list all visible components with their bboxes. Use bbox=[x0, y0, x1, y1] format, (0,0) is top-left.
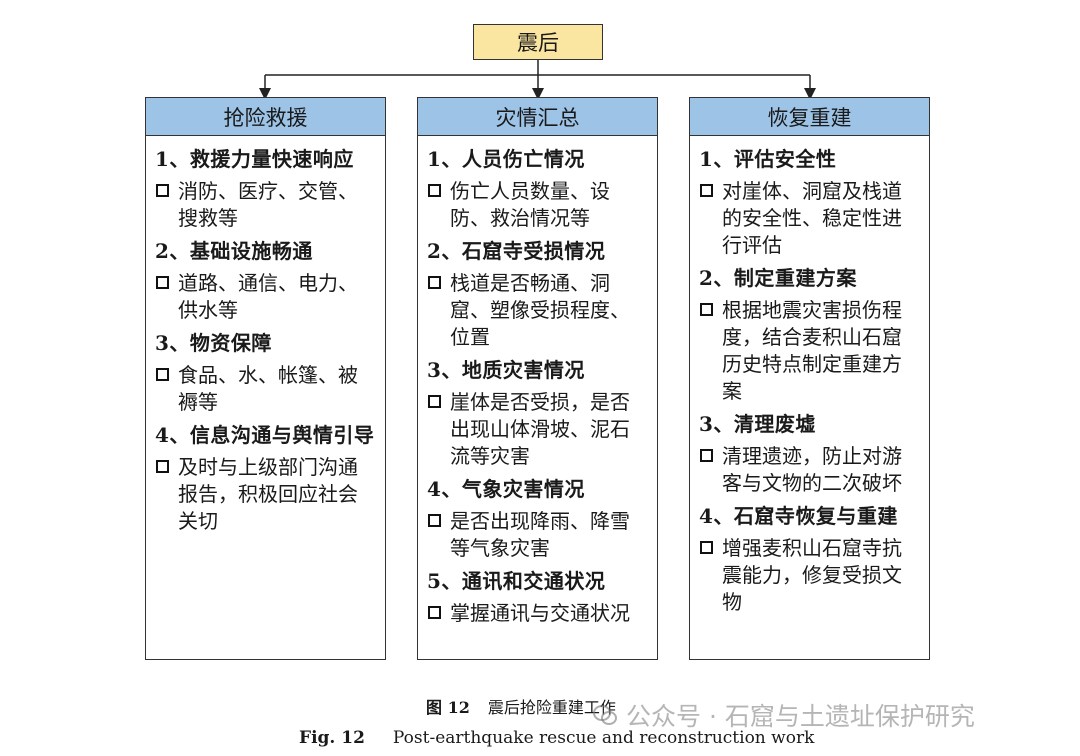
column-header: 抢险救援 bbox=[146, 98, 385, 136]
section-title: 1、评估安全性 bbox=[699, 147, 837, 171]
section-title: 2、石窟寺受损情况 bbox=[427, 239, 606, 263]
wechat-icon bbox=[593, 705, 617, 725]
list-item: 栈道是否畅通、洞窟、塑像受损程度、位置 bbox=[427, 270, 649, 351]
checkbox-icon bbox=[428, 276, 441, 289]
figure-caption-chinese: 图 12 震后抢险重建工作 bbox=[426, 694, 616, 718]
list-item: 根据地震灾害损伤程度，结合麦积山石窟历史特点制定重建方案 bbox=[699, 297, 921, 405]
item-text: 对崖体、洞窟及栈道的安全性、稳定性进行评估 bbox=[722, 179, 902, 257]
item-text: 伤亡人员数量、设防、救治情况等 bbox=[450, 179, 610, 230]
list-item: 崖体是否受损，是否出现山体滑坡、泥石流等灾害 bbox=[427, 389, 649, 470]
section-title: 3、物资保障 bbox=[155, 331, 272, 355]
list-item: 掌握通讯与交通状况 bbox=[427, 600, 649, 627]
list-item: 消防、医疗、交管、搜救等 bbox=[155, 178, 377, 232]
item-text: 根据地震灾害损伤程度，结合麦积山石窟历史特点制定重建方案 bbox=[722, 298, 902, 403]
column-header-label: 抢险救援 bbox=[223, 105, 308, 130]
section-title: 5、通讯和交通状况 bbox=[427, 569, 606, 593]
checkbox-icon bbox=[700, 541, 713, 554]
item-text: 道路、通信、电力、供水等 bbox=[178, 271, 358, 322]
checkbox-icon bbox=[428, 514, 441, 527]
list-item: 清理遗迹，防止对游客与文物的二次破坏 bbox=[699, 443, 921, 497]
item-text: 掌握通讯与交通状况 bbox=[450, 601, 630, 625]
item-text: 增强麦积山石窟寺抗震能力，修复受损文物 bbox=[722, 536, 902, 614]
column-header-label: 恢复重建 bbox=[767, 105, 852, 130]
list-item: 食品、水、帐篷、被褥等 bbox=[155, 362, 377, 416]
column-header-label: 灾情汇总 bbox=[495, 105, 580, 130]
item-text: 是否出现降雨、降雪等气象灾害 bbox=[450, 509, 630, 560]
list-item: 道路、通信、电力、供水等 bbox=[155, 270, 377, 324]
section-title: 1、救援力量快速响应 bbox=[155, 147, 354, 171]
list-item: 对崖体、洞窟及栈道的安全性、稳定性进行评估 bbox=[699, 178, 921, 259]
column-header: 灾情汇总 bbox=[418, 98, 657, 136]
figure-label-en: Fig. 12 bbox=[299, 728, 365, 748]
item-text: 食品、水、帐篷、被褥等 bbox=[178, 363, 358, 414]
checkbox-icon bbox=[700, 449, 713, 462]
checkbox-icon bbox=[156, 184, 169, 197]
column-reconstruction: 恢复重建 1、评估安全性 对崖体、洞窟及栈道的安全性、稳定性进行评估 2、制定重… bbox=[689, 97, 930, 660]
section-title: 3、地质灾害情况 bbox=[427, 358, 585, 382]
section-title: 4、石窟寺恢复与重建 bbox=[699, 504, 898, 528]
column-header: 恢复重建 bbox=[690, 98, 929, 136]
checkbox-icon bbox=[428, 184, 441, 197]
section-title: 2、制定重建方案 bbox=[699, 266, 857, 290]
root-node: 震后 bbox=[473, 24, 603, 60]
section-title: 1、人员伤亡情况 bbox=[427, 147, 585, 171]
figure-caption-english: Fig. 12 Post-earthquake rescue and recons… bbox=[299, 728, 814, 748]
section-title: 4、信息沟通与舆情引导 bbox=[155, 423, 375, 447]
checkbox-icon bbox=[428, 395, 441, 408]
item-text: 及时与上级部门沟通报告，积极回应社会关切 bbox=[178, 455, 358, 533]
watermark: 公众号 · 石窟与土遗址保护研究 bbox=[592, 697, 975, 733]
watermark-text: 公众号 · 石窟与土遗址保护研究 bbox=[626, 702, 975, 731]
column-disaster-summary: 灾情汇总 1、人员伤亡情况 伤亡人员数量、设防、救治情况等 2、石窟寺受损情况 … bbox=[417, 97, 658, 660]
checkbox-icon bbox=[156, 460, 169, 473]
root-label: 震后 bbox=[517, 31, 559, 55]
figure-title-en: Post-earthquake rescue and reconstructio… bbox=[392, 728, 815, 748]
item-text: 消防、医疗、交管、搜救等 bbox=[178, 179, 358, 230]
figure-title-cn: 震后抢险重建工作 bbox=[487, 698, 616, 717]
checkbox-icon bbox=[700, 184, 713, 197]
list-item: 及时与上级部门沟通报告，积极回应社会关切 bbox=[155, 454, 377, 535]
item-text: 崖体是否受损，是否出现山体滑坡、泥石流等灾害 bbox=[450, 390, 630, 468]
list-item: 增强麦积山石窟寺抗震能力，修复受损文物 bbox=[699, 535, 921, 616]
section-title: 4、气象灾害情况 bbox=[427, 477, 585, 501]
checkbox-icon bbox=[156, 276, 169, 289]
section-title: 3、清理废墟 bbox=[699, 412, 816, 436]
checkbox-icon bbox=[700, 303, 713, 316]
checkbox-icon bbox=[428, 606, 441, 619]
item-text: 栈道是否畅通、洞窟、塑像受损程度、位置 bbox=[450, 271, 630, 349]
column-rescue: 抢险救援 1、救援力量快速响应 消防、医疗、交管、搜救等 2、基础设施畅通 道路… bbox=[145, 97, 386, 660]
checkbox-icon bbox=[156, 368, 169, 381]
list-item: 是否出现降雨、降雪等气象灾害 bbox=[427, 508, 649, 562]
figure-label-cn: 图 12 bbox=[426, 698, 470, 717]
section-title: 2、基础设施畅通 bbox=[155, 239, 313, 263]
item-text: 清理遗迹，防止对游客与文物的二次破坏 bbox=[722, 444, 902, 495]
list-item: 伤亡人员数量、设防、救治情况等 bbox=[427, 178, 649, 232]
